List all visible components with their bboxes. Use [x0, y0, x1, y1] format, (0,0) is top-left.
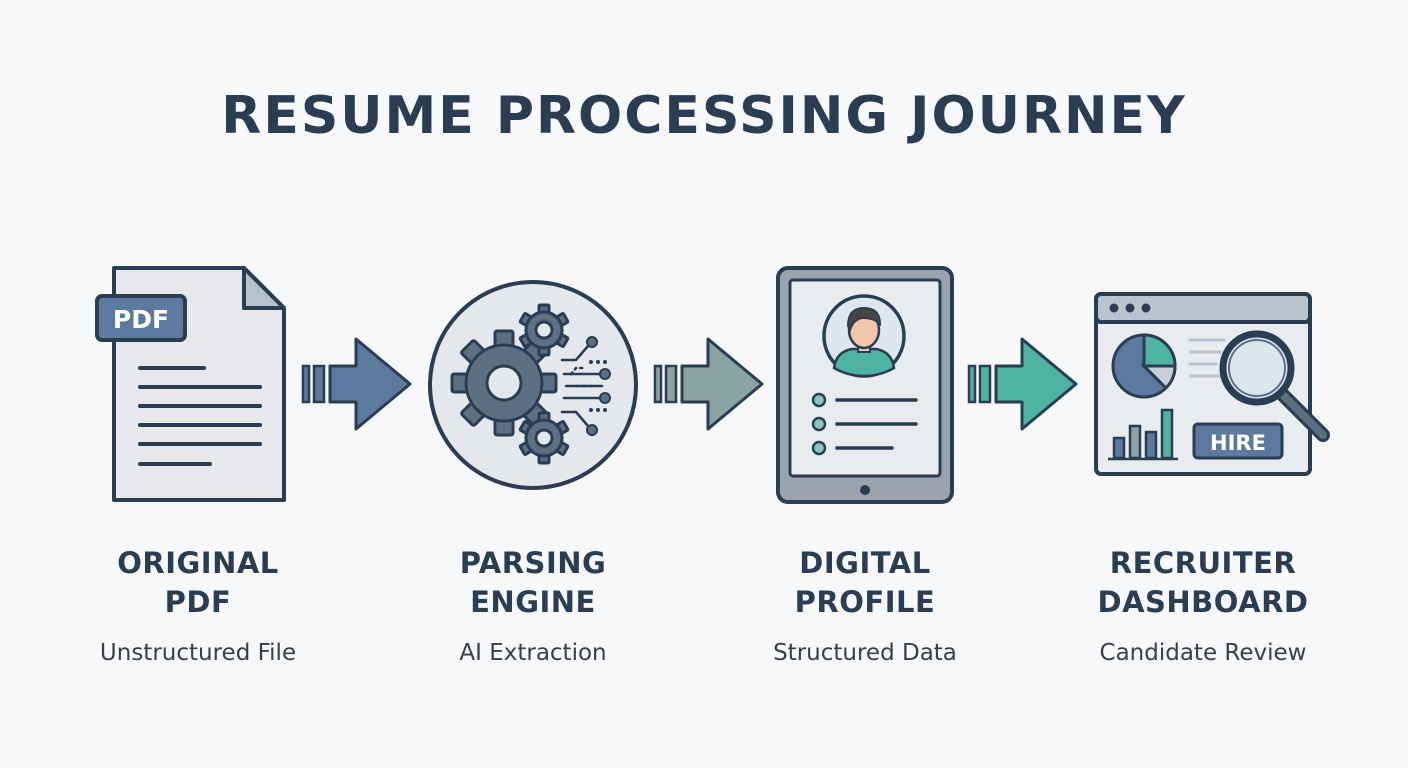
stage-title-line2: PDF	[164, 585, 232, 619]
stage-title-line2: DASHBOARD	[1097, 585, 1309, 619]
diagram-title: RESUME PROCESSING JOURNEY	[221, 86, 1187, 146]
stage-title: DIGITAL PROFILE	[715, 544, 1015, 622]
stage-title: ORIGINAL PDF	[48, 544, 348, 622]
stage-subtitle: Unstructured File	[99, 640, 297, 666]
stage-title-line2: PROFILE	[794, 585, 936, 619]
avatar-icon	[822, 294, 906, 378]
right-arrow-icon	[967, 337, 1078, 431]
right-arrow-icon	[653, 337, 764, 431]
stage-title: RECRUITER DASHBOARD	[1053, 544, 1353, 622]
pdf-document-icon: PDF	[95, 266, 286, 502]
hire-button-label: HIRE	[1210, 431, 1266, 455]
magnifier-icon	[1219, 330, 1330, 442]
pdf-badge-label: PDF	[113, 305, 169, 334]
dashboard-window-icon: HIRE	[1094, 292, 1330, 476]
stage-subtitle: Structured Data	[773, 640, 957, 666]
stage-title-line1: ORIGINAL	[117, 546, 279, 580]
stage-title-line2: ENGINE	[470, 585, 596, 619]
stage-subtitle: AI Extraction	[459, 640, 607, 666]
gears-circuit-icon	[428, 280, 638, 490]
tablet-profile-icon	[776, 266, 954, 504]
stage-title-line1: PARSING	[459, 546, 607, 580]
right-arrow-icon	[301, 337, 412, 431]
stage-title-line1: DIGITAL	[799, 546, 931, 580]
stage-subtitle: Candidate Review	[1099, 640, 1307, 666]
stage-title: PARSING ENGINE	[383, 544, 683, 622]
stage-title-line1: RECRUITER	[1109, 546, 1297, 580]
pie-chart-icon	[1111, 333, 1177, 399]
